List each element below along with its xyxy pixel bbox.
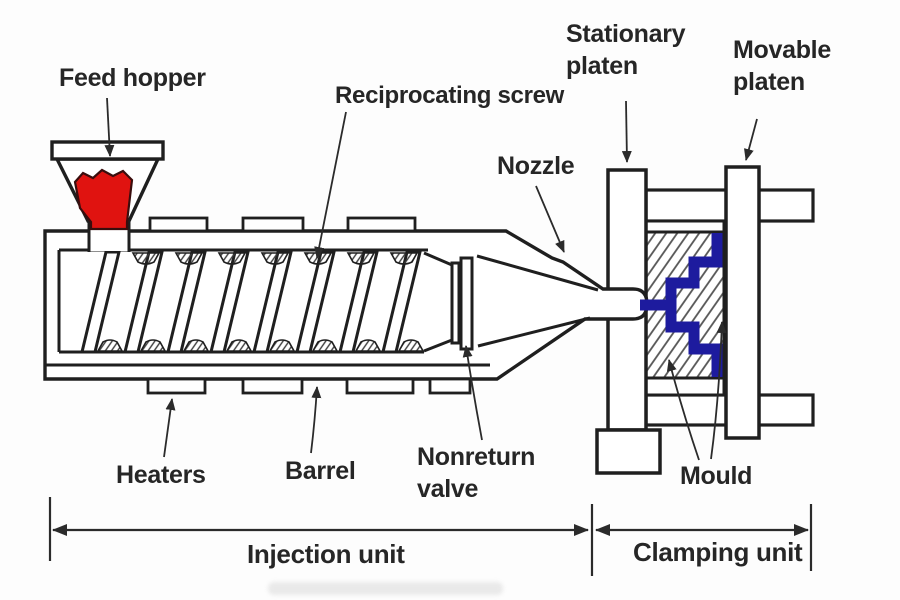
heater-band xyxy=(241,377,304,395)
heater-band xyxy=(428,377,472,395)
feed-hopper-group xyxy=(50,140,165,252)
nonreturn-valve-rings xyxy=(450,256,474,351)
feed-hopper-arrow xyxy=(104,97,115,157)
label-stationary-platen: Stationary platen xyxy=(566,20,686,80)
screw-flight xyxy=(209,250,250,354)
melt-hatch-top xyxy=(131,252,419,265)
label-nonreturn-valve: Nonreturn valve xyxy=(417,443,536,503)
heaters-arrow xyxy=(163,398,176,458)
barrel-inner-lines xyxy=(45,248,599,367)
heater-band xyxy=(345,377,415,395)
machine-base-block xyxy=(595,428,662,475)
screw-flight xyxy=(80,250,121,354)
heater-band xyxy=(146,377,207,395)
heater-band xyxy=(346,216,417,233)
watermark-smudge xyxy=(268,582,503,595)
hopper-rim xyxy=(50,140,165,161)
screw-flight xyxy=(381,250,422,354)
screw-arrow xyxy=(314,111,347,259)
label-movable-platen: Movable platen xyxy=(733,36,831,96)
screw-flight xyxy=(338,250,379,354)
screw-flight xyxy=(295,250,336,354)
label-clamping-unit: Clamping unit xyxy=(633,537,803,567)
stationary-platen-arrow xyxy=(621,100,632,163)
hopper-throat-walls xyxy=(87,221,131,252)
mould-arrow-left xyxy=(666,359,700,461)
screw-group xyxy=(80,250,474,354)
leader-arrows xyxy=(104,97,758,461)
mould-arrow-right xyxy=(710,321,727,460)
heater-band xyxy=(241,216,305,233)
melt-hatch-bottom xyxy=(96,339,425,352)
label-heaters: Heaters xyxy=(116,461,206,489)
label-reciprocating-screw: Reciprocating screw xyxy=(335,82,565,109)
screw-flights xyxy=(80,250,422,354)
movable-platen xyxy=(724,165,761,440)
plastic-granules xyxy=(73,168,134,231)
label-mould: Mould xyxy=(680,462,753,490)
nozzle-arrow xyxy=(535,185,565,253)
movable-platen-arrow xyxy=(744,118,758,161)
screw-flight xyxy=(166,250,207,354)
nonreturn-valve-arrow xyxy=(462,345,483,441)
heaters-group xyxy=(146,216,472,395)
label-barrel: Barrel xyxy=(285,457,356,485)
heater-band xyxy=(148,216,209,233)
label-injection-unit: Injection unit xyxy=(247,539,405,569)
label-feed-hopper: Feed hopper xyxy=(59,64,206,92)
barrel-arrow xyxy=(310,386,322,454)
label-nozzle: Nozzle xyxy=(497,152,575,180)
dimension-lines xyxy=(48,497,813,576)
screw-flight xyxy=(123,250,164,354)
screw-tip-cone xyxy=(423,251,453,353)
screw-flight xyxy=(252,250,293,354)
